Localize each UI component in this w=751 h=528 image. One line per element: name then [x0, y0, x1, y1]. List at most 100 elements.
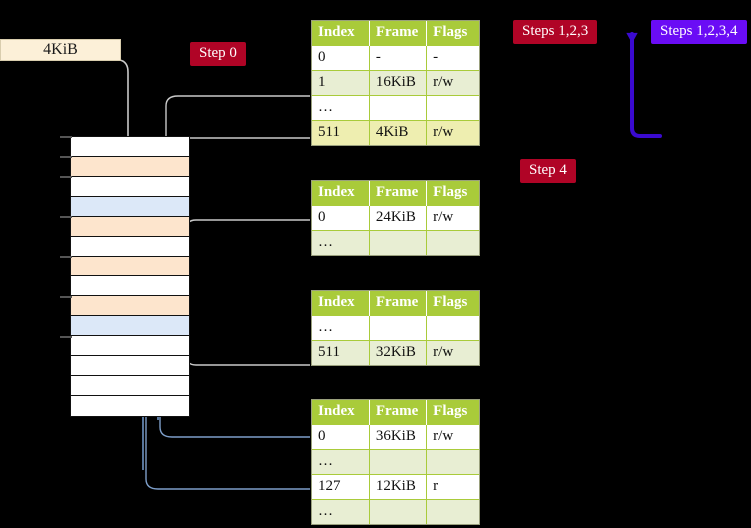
cell-frame: 12KiB	[369, 474, 428, 500]
connector-t3-out	[185, 318, 310, 366]
step4-label: Step 4	[529, 162, 567, 178]
col-flags: Flags	[426, 21, 479, 46]
cell-frame	[369, 499, 428, 524]
connector-t2-out	[185, 219, 310, 255]
col-frame: Frame	[369, 181, 428, 206]
table-row: …	[312, 449, 479, 475]
col-flags: Flags	[426, 291, 479, 316]
memory-row	[71, 395, 189, 416]
cell-frame: 36KiB	[369, 424, 428, 450]
cell-frame	[369, 449, 428, 475]
step4-badge: Step 4	[520, 159, 576, 183]
col-index: Index	[312, 291, 370, 316]
col-frame: Frame	[369, 291, 428, 316]
col-index: Index	[312, 21, 370, 46]
steps123-label: Steps 1,2,3	[522, 23, 589, 39]
cell-flags: r/w	[426, 424, 479, 450]
cell-flags: -	[426, 45, 479, 71]
memory-tick	[60, 216, 72, 218]
table-header-row: Index Frame Flags	[312, 400, 479, 425]
memory-tick	[60, 136, 72, 138]
cell-flags: r/w	[426, 340, 479, 365]
cell-flags: r	[426, 474, 479, 500]
cell-flags: r/w	[426, 120, 479, 145]
memory-row	[71, 356, 189, 377]
col-index: Index	[312, 181, 370, 206]
steps1234-label: Steps 1,2,3,4	[660, 23, 738, 39]
cell-frame	[369, 95, 428, 121]
connector-t4-row127-out	[145, 225, 310, 490]
memory-tick	[60, 296, 72, 298]
table-header-row: Index Frame Flags	[312, 181, 479, 206]
cell-index: 0	[312, 424, 370, 450]
connector-t4-row0-out	[159, 340, 310, 438]
cell-flags: r/w	[426, 70, 479, 96]
cell-flags	[426, 230, 479, 255]
step0-label: Step 0	[199, 45, 237, 61]
memory-tick	[60, 176, 72, 178]
table-header-row: Index Frame Flags	[312, 291, 479, 316]
cell-index: 511	[312, 340, 370, 365]
memory-row	[71, 216, 189, 237]
step0-badge: Step 0	[190, 42, 246, 66]
steps123-badge: Steps 1,2,3	[513, 20, 598, 44]
cell-index: 0	[312, 45, 370, 71]
cell-index: …	[312, 449, 370, 475]
memory-row	[71, 336, 189, 357]
cell-frame	[369, 315, 428, 341]
connector-t1-entry	[165, 95, 310, 148]
cell-index: 511	[312, 120, 370, 145]
cell-frame: 24KiB	[369, 205, 428, 231]
memory-row	[71, 316, 189, 337]
cell-frame: -	[369, 45, 428, 71]
cell-flags	[426, 449, 479, 475]
table-header-row: Index Frame Flags	[312, 21, 479, 46]
cell-index: …	[312, 499, 370, 524]
col-flags: Flags	[426, 400, 479, 425]
table-row: …	[312, 499, 479, 524]
cell-frame	[369, 230, 428, 255]
memory-row	[71, 137, 189, 157]
col-frame: Frame	[369, 400, 428, 425]
memory-tick	[60, 336, 72, 338]
memory-row	[71, 196, 189, 217]
memory-row	[71, 276, 189, 297]
cell-flags: r/w	[426, 205, 479, 231]
cell-index: …	[312, 230, 370, 255]
col-index: Index	[312, 400, 370, 425]
col-flags: Flags	[426, 181, 479, 206]
cell-frame: 32KiB	[369, 340, 428, 365]
connector-4kib-to-memory	[119, 59, 136, 153]
memory-row	[71, 156, 189, 177]
table-row: …	[312, 95, 479, 121]
memory-row	[71, 296, 189, 317]
col-frame: Frame	[369, 21, 428, 46]
memory-row	[71, 376, 189, 396]
kib-box: 4KiB	[0, 39, 121, 61]
cell-index: …	[312, 95, 370, 121]
memory-column	[70, 136, 190, 417]
table-row: …	[312, 230, 479, 255]
kib-box-label: 4KiB	[43, 41, 78, 58]
memory-row	[71, 256, 189, 277]
violet-bracket	[626, 32, 662, 138]
memory-row	[71, 176, 189, 197]
table-row: 0--	[312, 45, 479, 71]
